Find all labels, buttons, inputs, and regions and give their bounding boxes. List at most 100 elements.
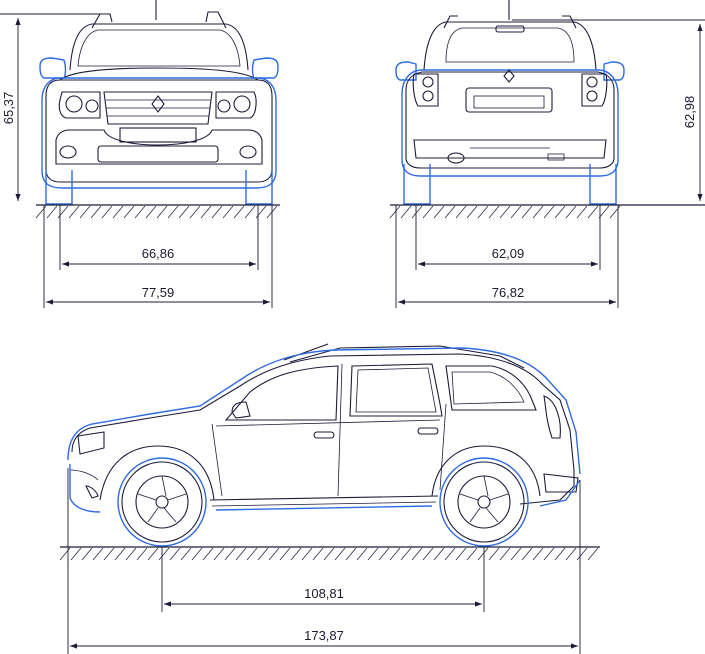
- ground-hatch: [334, 547, 346, 561]
- ground-hatch: [444, 205, 456, 219]
- ground-hatch: [488, 205, 500, 219]
- ground-hatch: [554, 205, 566, 219]
- ground-hatch: [510, 205, 522, 219]
- ground-hatch: [521, 547, 533, 561]
- ground-hatch: [433, 547, 445, 561]
- ground-hatch: [202, 547, 214, 561]
- ground-hatch: [455, 205, 467, 219]
- side-view: [67, 343, 581, 547]
- ground-hatch: [213, 547, 225, 561]
- rear-view: [395, 0, 625, 205]
- ground-hatch: [609, 205, 621, 219]
- ground-hatch: [35, 205, 47, 219]
- ground-hatch: [70, 547, 82, 561]
- ground-hatch: [477, 547, 489, 561]
- ground-hatch: [455, 547, 467, 561]
- ground-hatch: [389, 205, 401, 219]
- ground-hatch: [345, 547, 357, 561]
- ground-hatch: [81, 547, 93, 561]
- ground-hatch: [189, 205, 201, 219]
- ground-hatch: [255, 205, 267, 219]
- ground-hatch: [211, 205, 223, 219]
- front-wheel: [117, 457, 207, 547]
- ground-hatch: [200, 205, 212, 219]
- ground-hatch: [103, 547, 115, 561]
- ground-hatch: [90, 205, 102, 219]
- ground-hatch: [499, 205, 511, 219]
- ground-hatch: [224, 547, 236, 561]
- front-view: [39, 0, 279, 205]
- ground-hatch: [444, 547, 456, 561]
- ground-hatch: [587, 205, 599, 219]
- ground-hatch: [499, 547, 511, 561]
- ground-hatch: [543, 547, 555, 561]
- ground-hatch: [136, 547, 148, 561]
- ground-hatch: [156, 205, 168, 219]
- ground-hatch: [246, 547, 258, 561]
- wheelbase-label: 108,81: [304, 586, 344, 601]
- ground-hatch: [180, 547, 192, 561]
- ground-hatch: [356, 547, 368, 561]
- ground-hatch: [268, 547, 280, 561]
- ground-hatch: [378, 547, 390, 561]
- ground-hatch: [312, 547, 324, 561]
- ground-hatch: [301, 547, 313, 561]
- ground-hatch: [477, 205, 489, 219]
- ground-hatch: [134, 205, 146, 219]
- ground-hatch: [147, 547, 159, 561]
- ground-hatch: [466, 547, 478, 561]
- rear-track-label: 62,09: [492, 246, 525, 261]
- ground-hatch: [433, 205, 445, 219]
- ground-hatch: [521, 205, 533, 219]
- ground-hatch: [145, 205, 157, 219]
- ground-hatch: [235, 547, 247, 561]
- ground-hatch: [587, 547, 599, 561]
- ground-hatch: [422, 547, 434, 561]
- ground-hatch: [167, 205, 179, 219]
- ground-hatch: [554, 547, 566, 561]
- ground-hatch: [158, 547, 170, 561]
- ground-hatch: [57, 205, 69, 219]
- ground-hatch: [565, 547, 577, 561]
- ground-hatch: [92, 547, 104, 561]
- ground-hatch: [222, 205, 234, 219]
- ground-hatch: [411, 547, 423, 561]
- ground-hatch: [400, 205, 412, 219]
- ground-hatch: [123, 205, 135, 219]
- ground-hatch: [532, 547, 544, 561]
- ground-hatch: [367, 547, 379, 561]
- ground-hatch: [279, 547, 291, 561]
- ground-hatch: [178, 205, 190, 219]
- ground-hatch: [565, 205, 577, 219]
- rear-width-label: 76,82: [492, 285, 525, 300]
- ground-hatch: [101, 205, 113, 219]
- ground-hatch: [191, 547, 203, 561]
- rear-wheel: [439, 457, 529, 547]
- ground-hatch: [233, 205, 245, 219]
- ground-hatch: [244, 205, 256, 219]
- ground-hatch: [389, 547, 401, 561]
- ground-hatch: [112, 205, 124, 219]
- rear-height-label: 62,98: [682, 96, 697, 129]
- ground-hatch: [323, 547, 335, 561]
- overall-length-label: 173,87: [304, 628, 344, 643]
- dimension-lines: [0, 13, 705, 654]
- ground-hatch: [46, 205, 58, 219]
- front-track-label: 66,86: [142, 246, 175, 261]
- ground-hatch: [543, 205, 555, 219]
- ground-hatch: [257, 547, 269, 561]
- ground-hatch: [488, 547, 500, 561]
- ground-hatch: [576, 205, 588, 219]
- ground-hatch: [532, 205, 544, 219]
- ground-hatch: [466, 205, 478, 219]
- ground-hatch: [400, 547, 412, 561]
- ground-hatch: [59, 547, 71, 561]
- ground-hatch: [510, 547, 522, 561]
- ground-hatch: [79, 205, 91, 219]
- ground-hatch: [411, 205, 423, 219]
- ground-hatch: [598, 205, 610, 219]
- ground-hatch: [422, 205, 434, 219]
- front-height-label: 65,37: [1, 92, 16, 125]
- ground-hatch: [169, 547, 181, 561]
